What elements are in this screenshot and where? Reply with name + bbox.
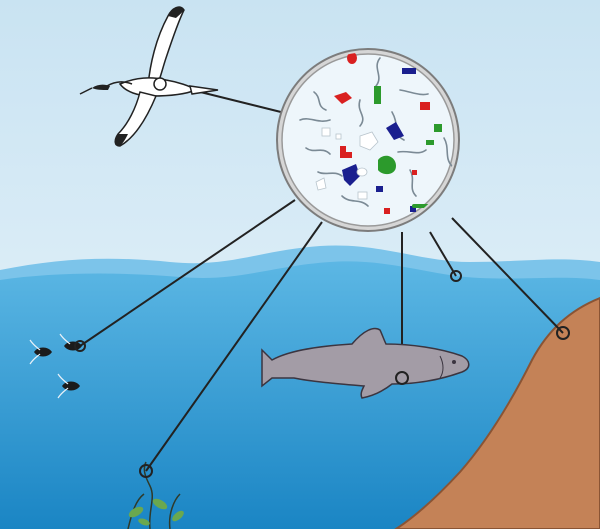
particle [378, 155, 396, 175]
connector-surface [429, 231, 457, 277]
sample-point-sediment [556, 326, 570, 340]
fiber [443, 137, 453, 167]
particle [374, 86, 381, 104]
connector-plankton [79, 199, 296, 347]
sample-point-bird [153, 77, 167, 91]
particle [335, 133, 342, 140]
connector-sediment [451, 217, 564, 334]
particle [386, 122, 404, 140]
white-particles [315, 127, 379, 200]
particle [357, 191, 368, 200]
particle [321, 127, 331, 137]
plankton-3 [59, 333, 82, 351]
particle [426, 140, 434, 145]
blue-particles [342, 68, 416, 212]
particle [376, 186, 383, 192]
sample-point-plant [139, 464, 153, 478]
magnified-view [276, 48, 460, 232]
particle [384, 208, 390, 214]
fiber [341, 195, 369, 207]
particle [334, 92, 352, 104]
fiber [317, 171, 343, 177]
fiber [358, 99, 364, 127]
fiber [313, 91, 327, 111]
connector-plant [145, 221, 323, 472]
sample-point-plankton [74, 340, 86, 352]
fiber [375, 57, 381, 87]
particle [434, 124, 442, 132]
particle [347, 52, 357, 64]
sample-point-surface [450, 270, 462, 282]
particle [315, 177, 327, 191]
fish-icon [261, 327, 470, 399]
fiber [397, 149, 427, 154]
particle [412, 170, 417, 175]
bird-icon [79, 6, 219, 147]
particle [420, 102, 430, 110]
particle [342, 164, 360, 186]
plankton-2 [57, 373, 80, 399]
red-particles [334, 52, 430, 214]
microplastic-particles [299, 52, 453, 214]
connector-lines [79, 81, 564, 472]
particle [356, 167, 368, 177]
particle [410, 206, 416, 212]
sample-point-fish [395, 371, 409, 385]
particle [402, 68, 416, 74]
particle [340, 146, 352, 158]
water-body [0, 261, 600, 529]
fiber [305, 147, 331, 155]
plankton-1 [29, 339, 52, 365]
fiber [399, 89, 429, 96]
fiber [299, 118, 331, 122]
fibers [299, 57, 453, 207]
particle [359, 131, 379, 151]
plankton-icon [29, 333, 86, 399]
aquatic-plant-icon [127, 461, 184, 529]
fiber [409, 169, 417, 197]
